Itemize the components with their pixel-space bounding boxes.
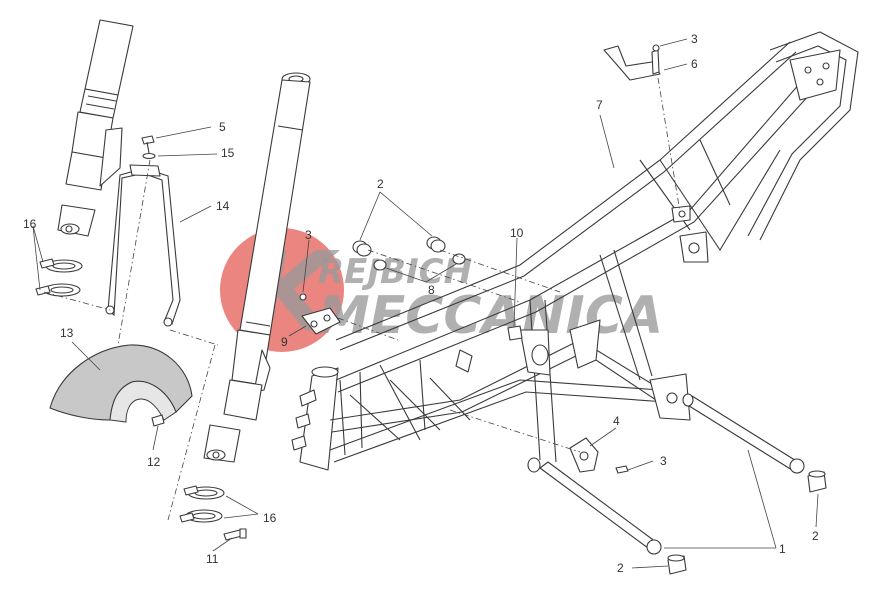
- callout-5: 5: [219, 120, 226, 134]
- seal-rings-lower: [179, 485, 225, 523]
- callout-12: 12: [147, 455, 161, 469]
- seal-rings-upper: [35, 258, 83, 297]
- callout-3-mid: 3: [305, 228, 312, 242]
- callout-2-bottom: 2: [617, 561, 624, 575]
- callout-4: 4: [613, 414, 620, 428]
- callout-13: 13: [60, 326, 74, 340]
- callout-3-lower: 3: [660, 454, 667, 468]
- callout-8: 8: [428, 283, 435, 297]
- callout-16-upper: 16: [23, 217, 37, 231]
- callout-16-lower: 16: [263, 511, 277, 525]
- callout-7: 7: [596, 98, 603, 112]
- callout-2-right: 2: [812, 529, 819, 543]
- callout-10: 10: [510, 226, 524, 240]
- callout-15: 15: [221, 146, 235, 160]
- side-bracket: [569, 437, 629, 474]
- end-caps: [667, 470, 827, 575]
- left-fork-leg: [57, 19, 134, 237]
- leader-lines: [32, 38, 819, 569]
- watermark-line1: REJBICH: [318, 252, 472, 292]
- top-bracket: [603, 44, 661, 81]
- front-mudguard: [49, 344, 193, 427]
- callout-labels: 1 2 2 2 3 3 3 4 5 6 7 8 9 10 11 12 13 14…: [23, 32, 819, 575]
- fender-bracket: [105, 164, 181, 327]
- main-frame: [291, 31, 859, 471]
- callout-11: 11: [206, 552, 219, 566]
- axle-bolt: [223, 528, 247, 541]
- assembly-lines: [43, 77, 681, 521]
- clip: [507, 325, 523, 341]
- callout-1: 1: [779, 542, 786, 556]
- callout-3-top: 3: [691, 32, 698, 46]
- callout-6: 6: [691, 57, 698, 71]
- bushings-upper: [352, 236, 466, 271]
- callout-9: 9: [281, 335, 288, 349]
- callout-2-upper: 2: [377, 177, 384, 191]
- right-fork-leg: [203, 72, 311, 463]
- callout-14: 14: [216, 199, 230, 213]
- mounting-plate: [299, 293, 341, 335]
- pivot-rods: [527, 393, 805, 555]
- bolt-and-washer: [141, 135, 156, 160]
